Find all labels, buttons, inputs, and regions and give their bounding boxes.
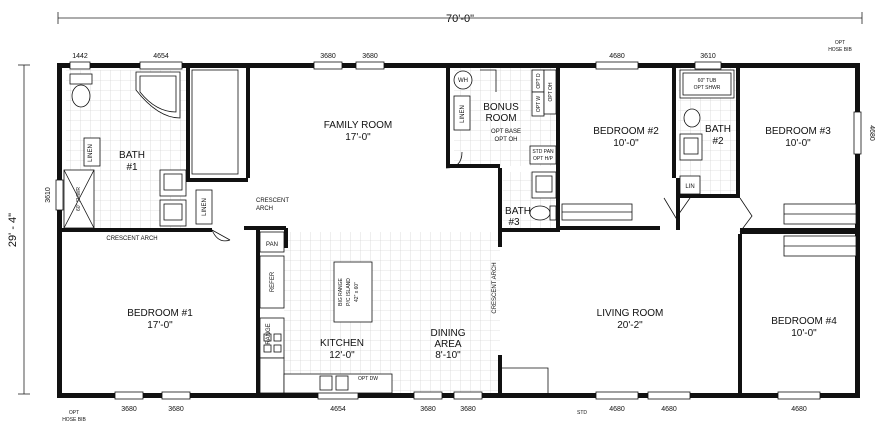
refrigerator: REFER bbox=[270, 271, 276, 292]
windows-top bbox=[69, 61, 722, 70]
window-right bbox=[853, 111, 862, 155]
kitchen-fixtures bbox=[259, 231, 393, 394]
bath1-fixtures bbox=[63, 69, 239, 229]
opt-hose-top-2: HOSE BIB bbox=[828, 47, 852, 53]
bonus-note1: OPT BASE bbox=[491, 129, 521, 135]
bath3-num: #3 bbox=[508, 217, 520, 228]
pantry: PAN bbox=[266, 242, 278, 248]
bath3-fixtures bbox=[529, 171, 557, 221]
island-line3: 42" x 60" bbox=[354, 282, 360, 302]
std-pan: STD PAN bbox=[532, 149, 554, 155]
linen-bath1: LINEN bbox=[88, 144, 94, 162]
bedroom4-size: 10'-0" bbox=[791, 328, 817, 339]
family-door-swing bbox=[211, 229, 231, 242]
overall-width: 70'-0" bbox=[446, 13, 474, 25]
bonus-room-line2: ROOM bbox=[485, 113, 516, 124]
living-room-size: 20'-2" bbox=[617, 320, 643, 331]
closets bbox=[502, 197, 857, 393]
bath1-name: BATH bbox=[119, 150, 145, 161]
bonus-room-line1: BONUS bbox=[483, 102, 519, 113]
opt-hp: OPT H/P bbox=[533, 156, 554, 162]
bonus-fixtures bbox=[445, 69, 557, 169]
bedroom4-name: BEDROOM #4 bbox=[771, 316, 837, 327]
opt-hose-top-1: OPT bbox=[835, 40, 845, 46]
crescent-family: CRESCENT bbox=[256, 198, 289, 204]
window-bottom-1: 3680 bbox=[121, 406, 137, 413]
window-bottom-4: 3680 bbox=[420, 406, 436, 413]
island-line1: BIG RANGE bbox=[338, 277, 344, 305]
kitchen-dining-tile bbox=[284, 232, 500, 398]
window-bottom-8: 4680 bbox=[791, 406, 807, 413]
bedroom1-size: 17'-0" bbox=[147, 320, 173, 331]
window-bottom-3: 4654 bbox=[330, 406, 346, 413]
bedroom2-name: BEDROOM #2 bbox=[593, 126, 659, 137]
opt-washer: OPT W bbox=[536, 96, 542, 113]
std-hose: STD bbox=[577, 410, 587, 416]
interior-walls bbox=[62, 68, 856, 394]
dining-name: DINING bbox=[431, 328, 466, 339]
window-left bbox=[55, 179, 64, 211]
dining-name2: AREA bbox=[434, 339, 462, 350]
overall-dimensions bbox=[18, 12, 863, 395]
windows-bottom bbox=[114, 391, 821, 400]
bath1-num: #1 bbox=[126, 162, 138, 173]
bonus-note2: OPT OH bbox=[495, 137, 518, 143]
bath2-num: #2 bbox=[712, 136, 724, 147]
lin-bath2: LIN bbox=[685, 184, 694, 190]
window-bottom-2: 3680 bbox=[168, 406, 184, 413]
linen-bonus: LINEN bbox=[460, 105, 466, 123]
kitchen-size: 12'-0" bbox=[329, 350, 355, 361]
linen-hall: LINEN bbox=[202, 198, 208, 216]
opt-hose-bottom-1: OPT bbox=[69, 410, 79, 416]
water-heater: WH bbox=[458, 78, 468, 84]
bedroom3-name: BEDROOM #3 bbox=[765, 126, 831, 137]
window-right-label: 4680 bbox=[868, 125, 875, 141]
bath2-name: BATH bbox=[705, 124, 731, 135]
window-top-5: 4680 bbox=[609, 53, 625, 60]
range: RANGE bbox=[266, 323, 272, 344]
shower-bath1: 60" SHWR bbox=[76, 187, 82, 211]
island-line2: P/C ISLAND bbox=[346, 278, 352, 306]
tub-bath2-line1: 60" TUB bbox=[698, 78, 717, 84]
dining-size: 8'-10" bbox=[435, 350, 461, 361]
living-room-name: LIVING ROOM bbox=[597, 308, 664, 319]
family-room-name: FAMILY ROOM bbox=[324, 120, 393, 131]
opt-dishwasher: OPT DW bbox=[358, 376, 378, 382]
window-top-1: 1442 bbox=[72, 53, 88, 60]
arch-family: ARCH bbox=[256, 206, 273, 212]
bedroom1-name: BEDROOM #1 bbox=[127, 308, 193, 319]
window-bottom-7: 4680 bbox=[661, 406, 677, 413]
window-left-label: 3610 bbox=[45, 187, 52, 203]
window-bottom-6: 4680 bbox=[609, 406, 625, 413]
family-room-size: 17'-0" bbox=[345, 132, 371, 143]
bath2-fixtures bbox=[679, 69, 735, 195]
window-bottom-5: 3680 bbox=[460, 406, 476, 413]
crescent-arch-dining: CRESCENT ARCH bbox=[492, 262, 498, 313]
bedroom2-size: 10'-0" bbox=[613, 138, 639, 149]
window-top-3: 3680 bbox=[320, 53, 336, 60]
tub-bath2-line2: OPT SHWR bbox=[694, 85, 721, 91]
opt-oh: OPT OH bbox=[548, 82, 554, 101]
kitchen-name: KITCHEN bbox=[320, 338, 364, 349]
window-top-2: 4654 bbox=[153, 53, 169, 60]
bath3-name: BATH bbox=[505, 206, 531, 217]
bedroom3-size: 10'-0" bbox=[785, 138, 811, 149]
window-top-6: 3610 bbox=[700, 53, 716, 60]
window-top-4: 3680 bbox=[362, 53, 378, 60]
overall-depth: 29' - 4" bbox=[7, 213, 19, 247]
opt-dryer: OPT D bbox=[536, 73, 542, 89]
crescent-arch-bed1: CRESCENT ARCH bbox=[106, 236, 157, 242]
opt-hose-bottom-2: HOSE BIB bbox=[62, 417, 86, 423]
